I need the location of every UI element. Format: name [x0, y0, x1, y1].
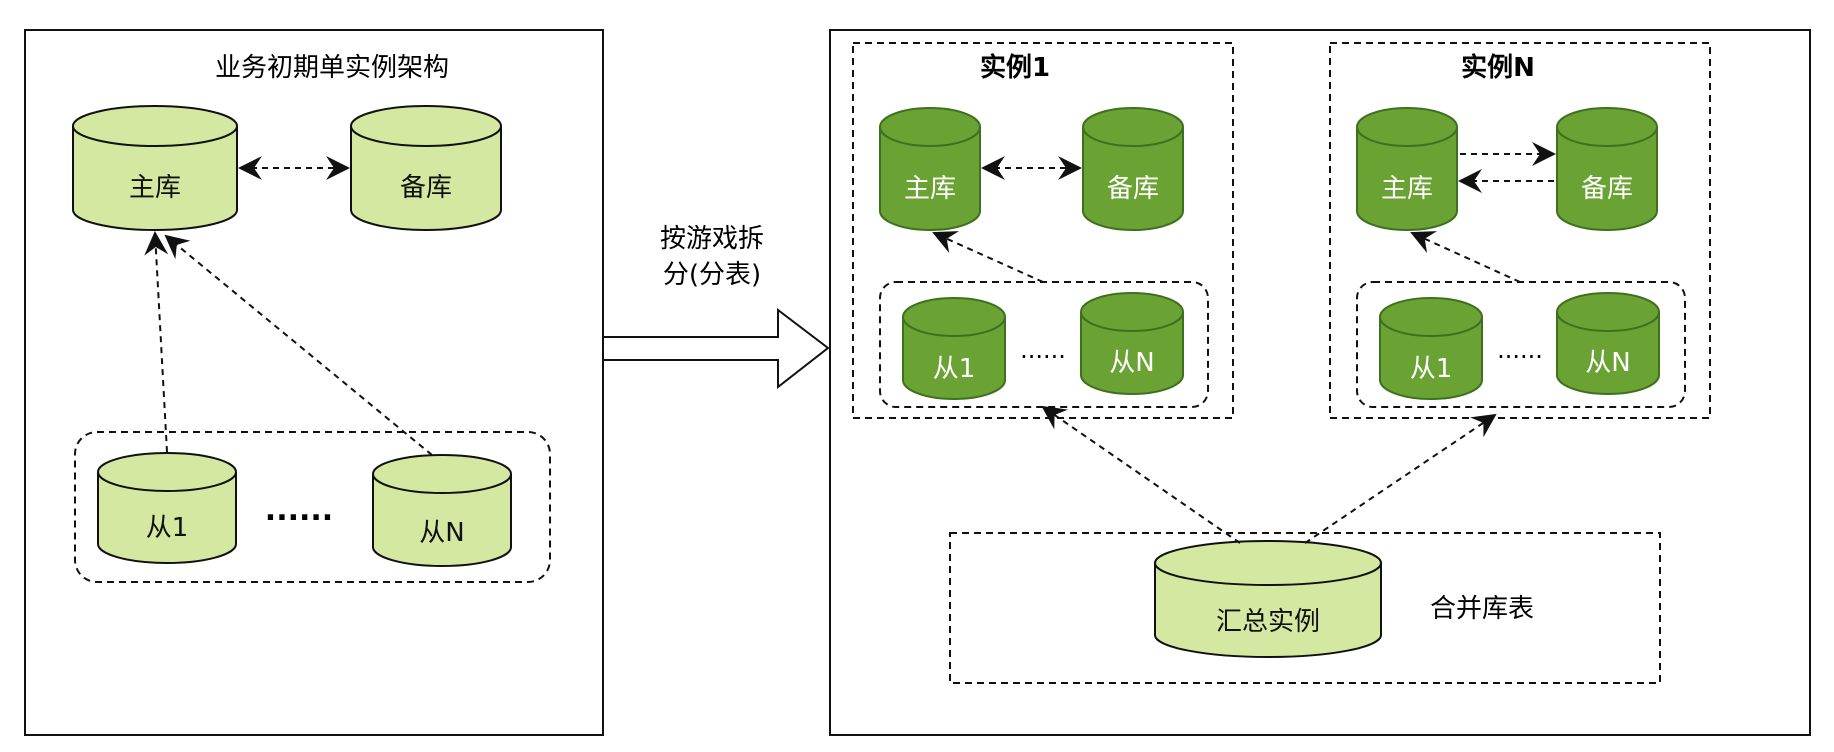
- split-arrow: [602, 307, 830, 390]
- summary-to-instance-n: [1304, 413, 1497, 544]
- instance-1-title: 实例1: [980, 52, 1050, 83]
- left-slave-first-db: 从1: [97, 452, 237, 564]
- instance-1-standby-label: 备库: [1107, 174, 1159, 204]
- instance-n-box: [1329, 42, 1711, 419]
- instance-1-slave-group: [879, 281, 1209, 408]
- left-slave-first-label: 从1: [146, 513, 189, 543]
- left-slave-group: [74, 431, 551, 583]
- instance-n-master-db: 主库: [1356, 107, 1458, 231]
- instance-1-slave-first-label: 从1: [933, 354, 976, 384]
- summary-box: [949, 532, 1661, 684]
- instance-1-master-db: 主库: [879, 107, 981, 231]
- summary-caption: 合并库表: [1430, 594, 1534, 624]
- left-master-label: 主库: [129, 173, 181, 203]
- left-standby-label: 备库: [400, 173, 452, 203]
- instance-1-slave-last-db: 从N: [1080, 292, 1184, 395]
- instance-1-slave-last-label: 从N: [1109, 348, 1154, 378]
- instance-n-slave-last-db: 从N: [1556, 292, 1660, 395]
- summary-db-label: 汇总实例: [1216, 607, 1320, 637]
- instance-n-slave-last-label: 从N: [1585, 348, 1630, 378]
- left-slave-first-replication: [144, 231, 169, 453]
- instance-n-standby-label: 备库: [1581, 174, 1633, 204]
- instance-1-slave-replication: [932, 231, 1044, 283]
- instance-n-master-label: 主库: [1381, 174, 1433, 204]
- left-standby-db: 备库: [350, 105, 502, 231]
- instance-1-slave-first-db: 从1: [902, 297, 1006, 400]
- instance-n-slave-first-db: 从1: [1379, 297, 1483, 400]
- split-label-line1: 按游戏拆: [660, 224, 764, 254]
- instance-n-slave-first-label: 从1: [1410, 354, 1453, 384]
- instance-n-slave-ellipsis: ......: [1497, 336, 1543, 364]
- left-panel-title: 业务初期单实例架构: [215, 53, 449, 83]
- instance-1-standby-db: 备库: [1082, 107, 1184, 231]
- instance-n-slave-replication: [1410, 231, 1521, 283]
- left-slave-last-replication: [164, 234, 433, 456]
- left-slave-ellipsis: ......: [265, 493, 333, 528]
- instance-1-slave-ellipsis: ......: [1020, 336, 1066, 364]
- instance-n-title: 实例N: [1461, 52, 1535, 83]
- summary-db: 汇总实例: [1154, 540, 1382, 658]
- left-slave-last-label: 从N: [419, 518, 464, 548]
- right-panel: [829, 29, 1811, 736]
- summary-to-instance-1: [1041, 405, 1241, 544]
- instance-1-box: [852, 42, 1234, 419]
- left-panel: [24, 29, 604, 736]
- instance-1-master-label: 主库: [904, 174, 956, 204]
- instance-n-standby-db: 备库: [1556, 107, 1658, 231]
- left-master-db: 主库: [72, 105, 238, 231]
- left-slave-last-db: 从N: [372, 454, 512, 567]
- instance-n-slave-group: [1356, 281, 1686, 408]
- split-label-line2: 分(分表): [663, 260, 761, 290]
